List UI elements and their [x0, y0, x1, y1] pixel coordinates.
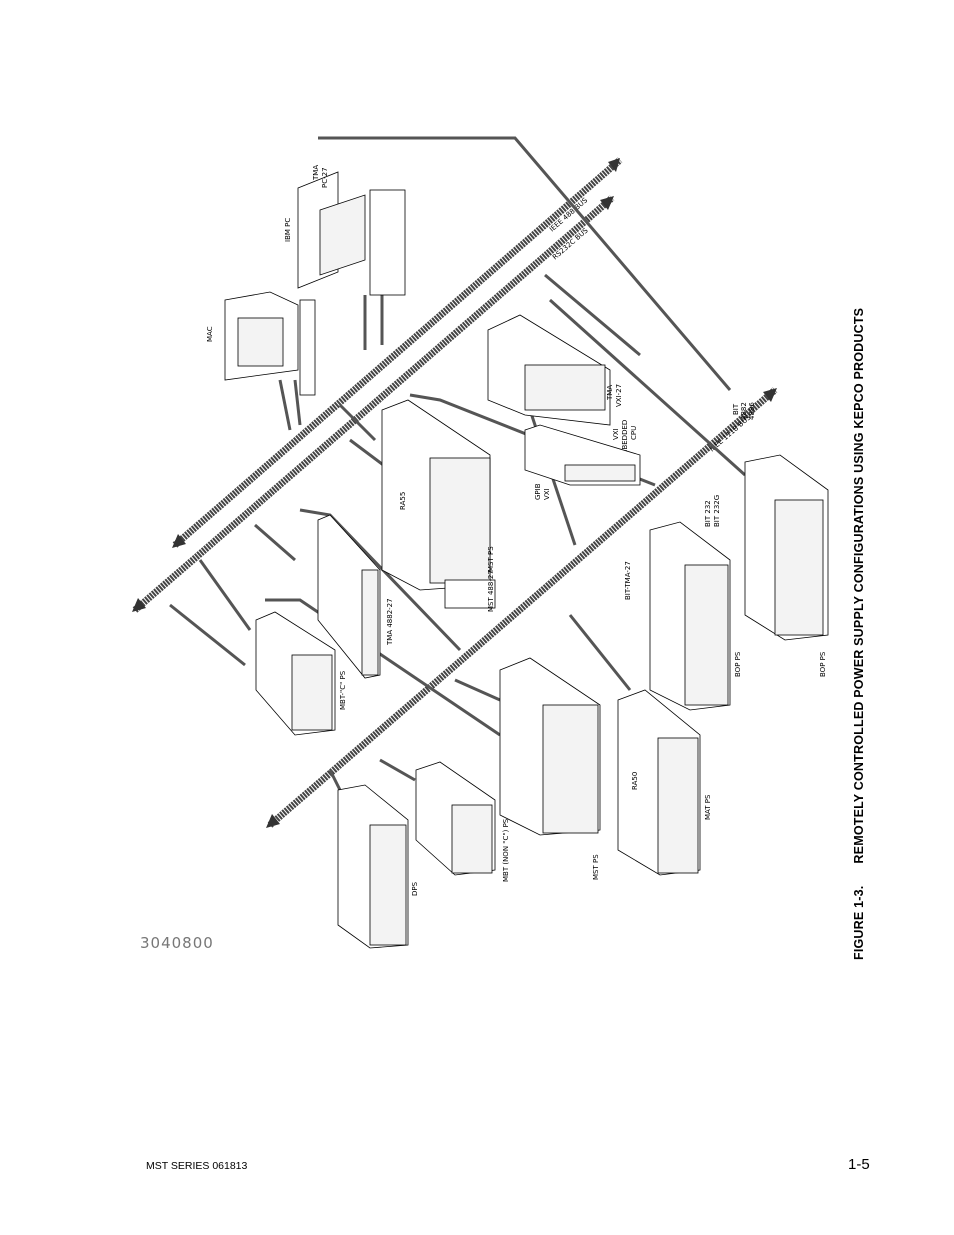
- tma-pc27-label-a: TMA: [312, 165, 320, 181]
- mst-ps-bottom-label: MST PS: [592, 854, 600, 880]
- bop-ps-label-b: BOP PS: [819, 651, 827, 677]
- link-bus-to-ra50: [568, 614, 632, 691]
- vxi-chassis-device: TMA VXI-27 VXI EMBEDDED CPU: [487, 314, 638, 460]
- link-mbt-c-loop: [265, 598, 501, 737]
- link-bus-to-bit: [548, 298, 747, 477]
- ieee488-bus-arrowtail: [172, 534, 186, 548]
- mst-ps-bottom-rack-device: MST PS: [499, 657, 601, 880]
- bop-ps-label-a: BOP PS: [734, 651, 742, 677]
- rs232-bus-line: [132, 195, 615, 613]
- mac-device: MAC: [206, 291, 316, 396]
- dps-device: DPS: [337, 784, 419, 949]
- gpib-vxi-label-a: GPIB: [534, 483, 542, 500]
- bop-ps-right-device: BIT 4882 4886 BIT 232 BIT 232G BOP PS: [704, 402, 829, 677]
- link-bus-to-ra55: [338, 403, 377, 442]
- ieee488-bus-arrowhead: [608, 158, 620, 172]
- ra55-rack-device: RA55 MST PS MST 488-27: [381, 399, 496, 612]
- footer-document-id: MST SERIES 061813: [146, 1160, 248, 1172]
- rs232-bus-arrowtail: [132, 598, 146, 612]
- link-mac-to-bus: [278, 379, 292, 431]
- ibm-pc-device: IBM PC TMA PC-27: [284, 165, 406, 296]
- ibm-pc-label: IBM PC: [284, 218, 292, 242]
- dps-label: DPS: [411, 881, 419, 896]
- mbt-non-c-ps-device: MBT (NON "C") PS: [415, 761, 510, 882]
- mst-ps-top-label: MST PS: [487, 546, 495, 572]
- figure-caption: FIGURE 1-3. REMOTELY CONTROLLED POWER SUP…: [852, 308, 866, 960]
- mbt-c-ps-device: MBT-"C" PS: [255, 611, 347, 736]
- figure-title: REMOTELY CONTROLLED POWER SUPPLY CONFIGU…: [852, 307, 866, 864]
- mat-ps-label: MAT PS: [704, 794, 712, 820]
- vxi-bus-arrowhead: [763, 388, 777, 402]
- tma-4882-27-device: TMA 4882-27: [317, 514, 394, 679]
- bit-4882-label-b: 4882: [740, 402, 748, 420]
- link-bus-to-mbt-c: [198, 559, 252, 631]
- tma-4882-27-label: TMA 4882-27: [386, 598, 394, 646]
- mst-488-27-label: MST 488-27: [487, 570, 495, 612]
- link-mac-to-bus-2: [293, 379, 302, 426]
- bit-232-label-a: BIT 232: [704, 500, 712, 527]
- ra50-rack-device: RA50 MAT PS: [617, 689, 712, 876]
- bit-tma-27-label: BIT-TMA-27: [624, 561, 632, 600]
- drawing-number: 3040800: [140, 934, 214, 952]
- link-top-loop: [318, 136, 732, 391]
- rs232-bus-arrowhead: [600, 196, 614, 210]
- vxi-cpu-label-b: EMBEDDED: [621, 420, 629, 460]
- figure-number: FIGURE 1-3.: [852, 885, 866, 960]
- bit-232-label-b: BIT 232G: [713, 495, 721, 527]
- mac-label: MAC: [206, 326, 214, 342]
- bop-ps-middle-device: BIT-TMA-27 BOP PS: [624, 521, 742, 711]
- gpib-vxi-device: GPIB VXI: [524, 424, 641, 500]
- tma-pc27-label-b: PC-27: [321, 167, 329, 188]
- link-bus-to-mst-bottom: [454, 678, 501, 702]
- ra50-label: RA50: [631, 772, 639, 790]
- ieee488-bus-line: [172, 157, 623, 548]
- vxi-bus-arrowtail: [266, 814, 280, 828]
- bit-4882-label-c: 4886: [748, 402, 756, 420]
- mbt-c-ps-label: MBT-"C" PS: [339, 670, 347, 710]
- link-bus-to-mbt-c-2: [169, 603, 246, 667]
- gpib-vxi-label-b: VXI: [543, 488, 551, 500]
- ra55-label: RA55: [399, 492, 407, 510]
- footer-page-number: 1-5: [848, 1156, 870, 1173]
- devices: IBM PC TMA PC-27 MAC TMA VXI-27 VXI EMBE…: [206, 165, 829, 949]
- mbt-non-c-ps-label: MBT (NON "C") PS: [502, 818, 510, 882]
- vxi-cpu-label-a: VXI: [612, 428, 620, 440]
- vxi-cpu-label-c: CPU: [630, 426, 638, 440]
- vxi-bus-line: [267, 387, 778, 828]
- tma-vxi27-label-a: TMA: [606, 385, 614, 401]
- bit-4882-label-a: BIT: [732, 403, 740, 415]
- link-bus-to-mbt-nonc: [379, 758, 416, 782]
- link-bus-to-vxi: [544, 273, 641, 357]
- link-bus-to-tma4882: [254, 523, 296, 562]
- tma-vxi27-label-b: VXI-27: [615, 384, 623, 407]
